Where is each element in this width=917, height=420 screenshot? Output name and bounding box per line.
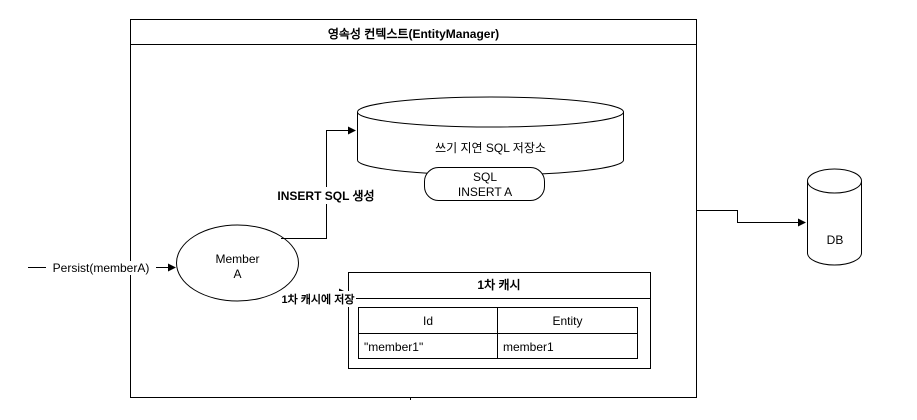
insert-sql-edge-label: INSERT SQL 생성 xyxy=(275,187,377,204)
cache-save-edge-label: 1차 캐시에 저장 xyxy=(280,291,356,307)
cache-column-header-id: Id xyxy=(422,314,433,328)
flush-to-db-arrow xyxy=(696,210,806,227)
member-a-line2: A xyxy=(233,267,242,281)
persistence-context-title: 영속성 컨텍스트(EntityManager) xyxy=(327,27,500,41)
cache-column-header-entity: Entity xyxy=(552,314,583,328)
cache-row-id: "member1" xyxy=(364,340,424,354)
database-cylinder xyxy=(807,168,862,266)
persist-call-label: Persist(memberA) xyxy=(46,261,156,275)
cache-table xyxy=(358,307,638,359)
member-a-label: Member A xyxy=(190,252,285,282)
member-a-line1: Member xyxy=(215,252,260,266)
sql-item-line1: SQL xyxy=(472,170,497,184)
database-label: DB xyxy=(826,233,844,247)
first-level-cache-title: 1차 캐시 xyxy=(477,278,521,292)
write-behind-sql-store xyxy=(357,96,624,176)
member-a-entity xyxy=(176,224,299,302)
sql-insert-item-label: SQL INSERT A xyxy=(425,170,545,200)
cache-row-entity: member1 xyxy=(503,340,554,354)
sql-item-line2: INSERT A xyxy=(457,185,513,199)
insert-sql-arrow xyxy=(281,126,356,239)
sql-insert-item xyxy=(424,167,545,201)
write-behind-store-label: 쓰기 지연 SQL 저장소 xyxy=(435,141,546,155)
